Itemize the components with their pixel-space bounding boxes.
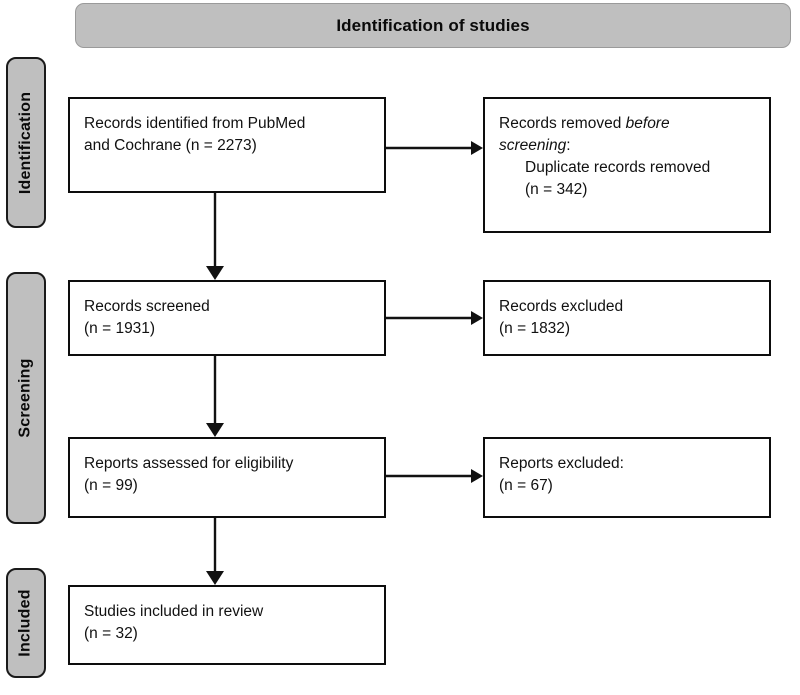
records-removed-italic-before: before [625,115,670,132]
records-removed-colon: : [566,137,571,154]
stage-tab-included-label: Included [17,589,35,657]
box-reports-assessed: Reports assessed for eligibility (n = 99… [68,437,386,518]
arrow-identified-to-screened [206,193,224,280]
banner-title: Identification of studies [336,15,530,35]
box-reports-excluded: Reports excluded: (n = 67) [483,437,771,518]
box-records-identified: Records identified from PubMed and Cochr… [68,97,386,193]
stage-tab-screening: Screening [6,272,46,524]
box-records-screened-line-1: Records screened [84,298,210,315]
box-records-screened-line-2: (n = 1931) [84,320,156,337]
box-records-removed-line-3: Duplicate records removed [525,159,711,176]
box-studies-included: Studies included in review (n = 32) [68,585,386,665]
records-removed-prefix: Records removed [499,115,626,132]
records-removed-italic-screening: screening [499,137,567,154]
arrow-screened-to-records-excluded [386,311,483,325]
box-records-removed-line-2: screening: [499,135,757,157]
box-records-excluded-line-1: Records excluded [499,298,624,315]
box-records-removed: Records removed before screening: Duplic… [483,97,771,233]
box-studies-included-line-2: (n = 32) [84,625,138,642]
box-records-removed-line-4: (n = 342) [525,181,588,198]
box-reports-excluded-line-2: (n = 67) [499,477,553,494]
box-reports-assessed-line-2: (n = 99) [84,477,138,494]
box-studies-included-line-1: Studies included in review [84,603,264,620]
stage-tab-identification-label: Identification [17,91,35,194]
stage-tab-identification: Identification [6,57,46,228]
box-reports-assessed-line-1: Reports assessed for eligibility [84,455,294,472]
stage-tab-screening-label: Screening [17,358,35,438]
box-records-excluded: Records excluded (n = 1832) [483,280,771,356]
arrow-screened-to-eligibility [206,356,224,437]
box-records-identified-line-1: Records identified from PubMed [84,115,306,132]
arrow-identified-to-removed [386,141,483,155]
arrow-eligibility-to-reports-excluded [386,469,483,483]
box-records-screened: Records screened (n = 1931) [68,280,386,356]
stage-tab-included: Included [6,568,46,678]
arrow-eligibility-to-included [206,518,224,585]
box-reports-excluded-line-1: Reports excluded: [499,455,624,472]
box-records-removed-line-1: Records removed before [499,113,757,135]
header-banner: Identification of studies [75,3,791,48]
box-records-identified-line-2: and Cochrane (n = 2273) [84,137,257,154]
box-records-excluded-line-2: (n = 1832) [499,320,571,337]
